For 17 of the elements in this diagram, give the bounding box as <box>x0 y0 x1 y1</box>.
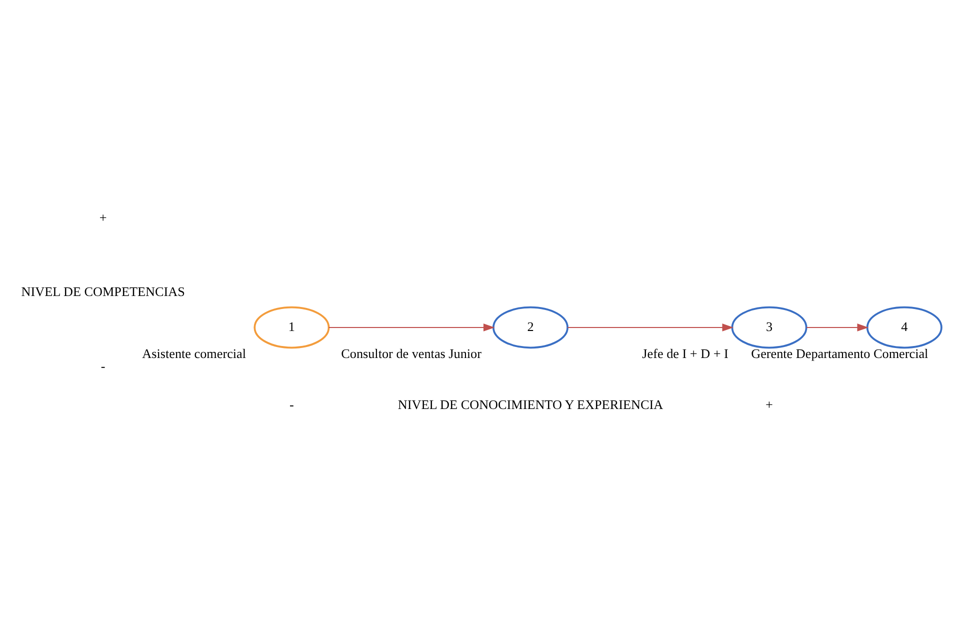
label: + <box>766 396 773 412</box>
label: NIVEL DE COMPETENCIAS <box>21 284 185 299</box>
node-label: Jefe de I + D + I <box>642 346 728 361</box>
arrow <box>567 323 734 331</box>
label: - <box>290 396 294 412</box>
node-label: Asistente comercial <box>142 346 246 361</box>
label: - <box>100 358 106 373</box>
node-ellipse: 2 <box>492 306 568 348</box>
label: NIVEL DE CONOCIMIENTO Y EXPERIENCIA <box>398 396 664 412</box>
node-ellipse: 3 <box>731 306 808 348</box>
arrow <box>806 323 868 331</box>
node-label: Consultor de ventas Junior <box>341 346 482 361</box>
node-ellipse: 1 <box>254 306 330 348</box>
node-label: Gerente Departamento Comercial <box>751 346 928 361</box>
node-ellipse: 4 <box>866 306 942 348</box>
label: + <box>99 210 107 225</box>
arrow <box>328 323 495 331</box>
